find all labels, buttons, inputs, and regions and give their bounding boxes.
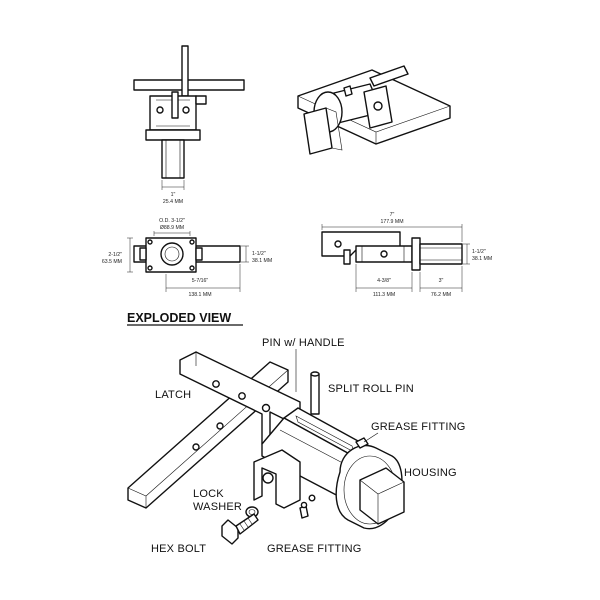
label-split-roll-pin: SPLIT ROLL PIN (328, 383, 414, 395)
housing-dim-imperial: 4-3/8" (377, 278, 391, 284)
housing-dim-metric: 111.3 MM (373, 292, 395, 298)
shaft-dim-imperial: 3" (439, 278, 444, 284)
shaft-dim-metric: 76.2 MM (431, 292, 451, 298)
pin-dim-imperial: 1" (171, 192, 176, 198)
side-view-drawing: 7" 177.9 MM 1-1/2" 38.1 MM 4-3/8" 111.3 … (321, 212, 492, 298)
height-dim-metric: 63.5 MM (102, 259, 122, 265)
length-dim-imperial: 5-7/16" (192, 278, 209, 284)
total-dim-imperial: 7" (390, 212, 395, 218)
label-hex-bolt: HEX BOLT (151, 543, 206, 555)
label-grease-fitting-bottom: GREASE FITTING (267, 543, 361, 555)
front-bar-dim-metric: 38.1 MM (252, 258, 272, 264)
label-lock: LOCK (193, 488, 224, 500)
od-dim-imperial: O.D. 3-1/2" (159, 218, 185, 224)
label-latch: LATCH (155, 389, 191, 401)
od-dim-metric: Ø88.9 MM (160, 225, 184, 231)
front-bar-dim-imperial: 1-1/2" (252, 251, 266, 257)
label-housing: HOUSING (404, 467, 457, 479)
front-view-drawing: O.D. 3-1/2" Ø88.9 MM 2-1/2" 63.5 MM 1-1/… (102, 218, 272, 298)
exploded-view-drawing (127, 351, 405, 545)
total-dim-metric: 177.9 MM (380, 219, 403, 225)
side-bar-dim-metric: 38.1 MM (472, 256, 492, 262)
pin-dim-metric: 25.4 MM (163, 199, 183, 205)
length-dim-metric: 138.1 MM (188, 292, 211, 298)
label-grease-fitting-top: GREASE FITTING (371, 421, 465, 433)
label-pin-w-handle: PIN w/ HANDLE (262, 337, 345, 349)
exploded-view-title: EXPLODED VIEW (127, 311, 231, 325)
top-view-drawing: 1" 25.4 MM (133, 45, 245, 205)
leader-grease-fitting-top (363, 432, 379, 443)
side-bar-dim-imperial: 1-1/2" (472, 249, 486, 255)
height-dim-imperial: 2-1/2" (108, 252, 122, 258)
isometric-view-drawing (297, 65, 451, 155)
label-washer: WASHER (193, 501, 242, 513)
